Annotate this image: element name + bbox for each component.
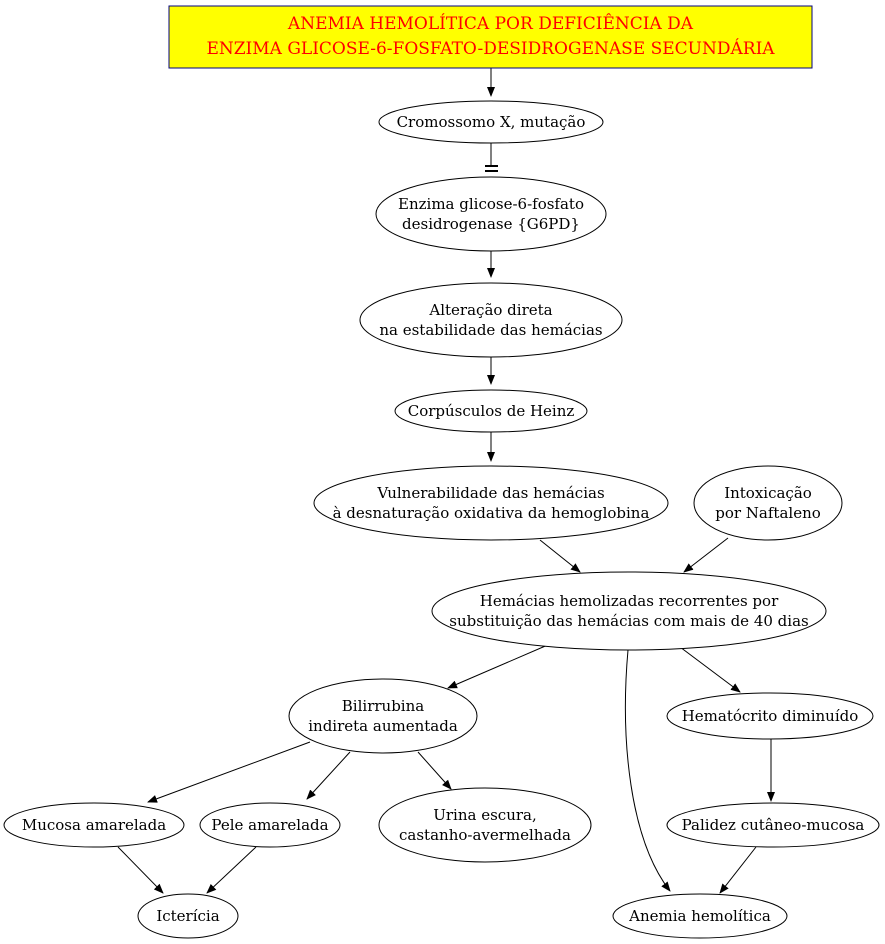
node-alteracao-ellipse xyxy=(359,282,623,358)
node-pele: Pele amarelada xyxy=(199,802,341,848)
node-hematocrito-label-1: Hematócrito diminuído xyxy=(682,707,859,725)
node-urina-label-2: castanho-avermelhada xyxy=(399,826,571,844)
node-cromossomo-ellipse xyxy=(378,100,604,144)
node-intoxicacao-ellipse xyxy=(693,465,843,541)
node-urina-ellipse xyxy=(378,787,592,863)
edges-layer xyxy=(117,68,775,894)
node-bilirrubina: Bilirrubina indireta aumentada xyxy=(288,678,478,754)
edge-bilirrubina-to-urina xyxy=(417,751,452,790)
node-enzima: Enzima glicose-6-fosfato desidrogenase {G… xyxy=(375,176,607,252)
node-palidez-label-1: Palidez cutâneo-mucosa xyxy=(682,816,865,834)
edge-hemolizadas-to-hematocrito xyxy=(679,646,741,693)
node-alteracao-label-1: Alteração direta xyxy=(428,301,552,319)
node-palidez-ellipse xyxy=(666,802,880,848)
node-mucosa: Mucosa amarelada xyxy=(3,802,185,848)
edge-vulnerabilidade-to-hemolizadas xyxy=(539,539,581,573)
node-bilirrubina-label-1: Bilirrubina xyxy=(342,697,424,715)
node-anemia: Anemia hemolítica xyxy=(612,893,788,939)
edge-hemolizadas-to-bilirrubina xyxy=(447,643,551,689)
node-vulnerabilidade-label-2: à desnaturação oxidativa da hemoglobina xyxy=(333,504,650,522)
node-hemolizadas-label-1: Hemácias hemolizadas recorrentes por xyxy=(480,592,779,610)
node-hemolizadas-ellipse xyxy=(431,571,827,651)
node-anemia-ellipse xyxy=(612,893,788,939)
node-vulnerabilidade: Vulnerabilidade das hemácias à desnaturaç… xyxy=(313,465,669,541)
node-bilirrubina-ellipse xyxy=(288,678,478,754)
node-intoxicacao-label-1: Intoxicação xyxy=(724,484,812,502)
node-vulnerabilidade-ellipse xyxy=(313,465,669,541)
edge-palidez-to-anemia xyxy=(719,846,757,894)
node-heinz: Corpúsculos de Heinz xyxy=(394,389,588,433)
node-pele-ellipse xyxy=(199,802,341,848)
edge-pele-to-ictericia xyxy=(206,846,257,894)
node-pele-label-1: Pele amarelada xyxy=(211,816,328,834)
diagram-title: ANEMIA HEMOLÍTICA POR DEFICIÊNCIA DA ENZI… xyxy=(168,5,813,69)
edge-mucosa-to-ictericia xyxy=(117,846,164,894)
node-palidez: Palidez cutâneo-mucosa xyxy=(666,802,880,848)
nodes-layer: ANEMIA HEMOLÍTICA POR DEFICIÊNCIA DA ENZI… xyxy=(3,5,880,939)
node-anemia-label-1: Anemia hemolítica xyxy=(628,907,771,925)
node-vulnerabilidade-label-1: Vulnerabilidade das hemácias xyxy=(376,484,604,502)
edge-bilirrubina-to-pele xyxy=(306,751,351,800)
node-ictericia-label-1: Icterícia xyxy=(156,907,219,925)
node-alteracao: Alteração direta na estabilidade das hemá… xyxy=(359,282,623,358)
node-intoxicacao-label-2: por Naftaleno xyxy=(715,504,821,522)
node-mucosa-label-1: Mucosa amarelada xyxy=(22,816,166,834)
node-urina-label-1: Urina escura, xyxy=(433,806,537,824)
edge-hemolizadas-to-anemia xyxy=(624,649,671,892)
node-heinz-ellipse xyxy=(394,389,588,433)
node-alteracao-label-2: na estabilidade das hemácias xyxy=(379,321,602,339)
node-ictericia-ellipse xyxy=(137,893,239,939)
node-heinz-label-1: Corpúsculos de Heinz xyxy=(408,402,575,420)
node-urina: Urina escura, castanho-avermelhada xyxy=(378,787,592,863)
node-cromossomo: Cromossomo X, mutação xyxy=(378,100,604,144)
node-ictericia: Icterícia xyxy=(137,893,239,939)
edge-intoxicacao-to-hemolizadas xyxy=(683,537,729,573)
node-enzima-label-1: Enzima glicose-6-fosfato xyxy=(398,195,584,213)
title-line1: ANEMIA HEMOLÍTICA POR DEFICIÊNCIA DA xyxy=(287,13,694,34)
node-cromossomo-label-1: Cromossomo X, mutação xyxy=(397,113,586,131)
node-mucosa-ellipse xyxy=(3,802,185,848)
node-hemolizadas: Hemácias hemolizadas recorrentes por subs… xyxy=(431,571,827,651)
node-enzima-label-2: desidrogenase {G6PD} xyxy=(402,215,580,233)
title-line2: ENZIMA GLICOSE-6-FOSFATO-DESIDROGENASE S… xyxy=(206,38,775,59)
node-hemolizadas-label-2: substituição das hemácias com mais de 40… xyxy=(449,612,808,630)
node-intoxicacao: Intoxicação por Naftaleno xyxy=(693,465,843,541)
node-hematocrito-ellipse xyxy=(666,692,874,740)
node-hematocrito: Hematócrito diminuído xyxy=(666,692,874,740)
title-box xyxy=(168,5,813,69)
edge-bilirrubina-to-mucosa xyxy=(147,741,311,803)
node-bilirrubina-label-2: indireta aumentada xyxy=(308,717,458,735)
node-enzima-ellipse xyxy=(375,176,607,252)
